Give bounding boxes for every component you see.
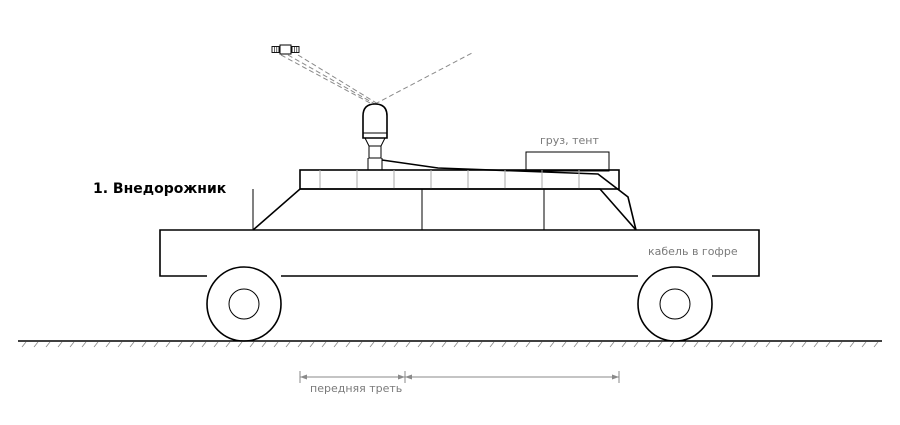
ground-hatch	[81, 341, 87, 348]
cable-label: кабель в гофре	[648, 245, 738, 258]
ground-hatch	[549, 341, 555, 348]
satellite-icon	[271, 44, 300, 55]
ground-hatch	[753, 341, 759, 348]
ground-hatch	[105, 341, 111, 348]
ground-hatch	[249, 341, 255, 348]
ground-hatch	[609, 341, 615, 348]
diagram-title: 1. Внедорожник	[93, 181, 227, 197]
ground-hatch	[153, 341, 159, 348]
ground-hatch	[573, 341, 579, 348]
ground-hatch	[585, 341, 591, 348]
ground-hatch	[57, 341, 63, 348]
ground-hatch	[645, 341, 651, 348]
ground-hatch	[429, 341, 435, 348]
satellite-signal-lines	[280, 52, 473, 105]
ground-hatch	[561, 341, 567, 348]
ground-hatch	[525, 341, 531, 348]
ground-hatch	[705, 341, 711, 348]
rear-wheel	[637, 266, 713, 342]
ground-hatch	[213, 341, 219, 348]
ground-hatch	[801, 341, 807, 348]
front-wheel	[206, 266, 282, 342]
ground-hatch	[765, 341, 771, 348]
ground-hatch	[177, 341, 183, 348]
ground-hatch	[693, 341, 699, 348]
ground-hatch	[825, 341, 831, 348]
ground-hatch	[345, 341, 351, 348]
ground-hatch	[417, 341, 423, 348]
vehicle-body	[159, 188, 760, 277]
cargo-label: груз, тент	[540, 134, 599, 147]
antenna-cable	[381, 159, 637, 231]
ground-hatch	[657, 341, 663, 348]
ground-hatch	[297, 341, 303, 348]
ground-hatch	[669, 341, 675, 348]
ground-hatch	[357, 341, 363, 348]
ground-hatch	[21, 341, 27, 348]
ground-hatch	[165, 341, 171, 348]
ground-hatch	[321, 341, 327, 348]
ground-hatch	[861, 341, 867, 348]
ground-line	[18, 340, 882, 348]
ground-hatch	[621, 341, 627, 348]
ground-hatch	[141, 341, 147, 348]
ground-hatch	[285, 341, 291, 348]
ground-hatch	[597, 341, 603, 348]
cargo-box	[525, 151, 610, 172]
ground-hatch	[33, 341, 39, 348]
ground-hatch	[369, 341, 375, 348]
ground-hatch	[441, 341, 447, 348]
ground-hatch	[129, 341, 135, 348]
ground-hatch	[381, 341, 387, 348]
ground-hatch	[813, 341, 819, 348]
dimension-line	[299, 371, 620, 383]
ground-hatch	[717, 341, 723, 348]
ground-hatch	[393, 341, 399, 348]
ground-hatch	[537, 341, 543, 348]
ground-hatch	[501, 341, 507, 348]
ground-hatch	[777, 341, 783, 348]
ground-hatch	[873, 341, 879, 348]
ground-hatch	[201, 341, 207, 348]
ground-hatch	[117, 341, 123, 348]
ground-hatch	[189, 341, 195, 348]
ground-hatch	[729, 341, 735, 348]
ground-hatch	[789, 341, 795, 348]
ground-hatch	[477, 341, 483, 348]
ground-hatch	[225, 341, 231, 348]
ground-hatch	[741, 341, 747, 348]
ground-hatch	[849, 341, 855, 348]
ground-hatch	[837, 341, 843, 348]
ground-hatch	[261, 341, 267, 348]
ground-hatch	[273, 341, 279, 348]
ground-hatch	[453, 341, 459, 348]
ground-hatch	[309, 341, 315, 348]
ground-hatch	[333, 341, 339, 348]
ground-hatch	[465, 341, 471, 348]
ground-hatch	[237, 341, 243, 348]
ground-hatch	[489, 341, 495, 348]
ground-hatch	[633, 341, 639, 348]
ground-hatch	[513, 341, 519, 348]
front-third-label: передняя треть	[310, 382, 402, 395]
ground-hatch	[405, 341, 411, 348]
antenna-icon	[362, 103, 388, 170]
ground-hatch	[45, 341, 51, 348]
ground-hatch	[93, 341, 99, 348]
ground-hatch	[681, 341, 687, 348]
ground-hatch	[69, 341, 75, 348]
